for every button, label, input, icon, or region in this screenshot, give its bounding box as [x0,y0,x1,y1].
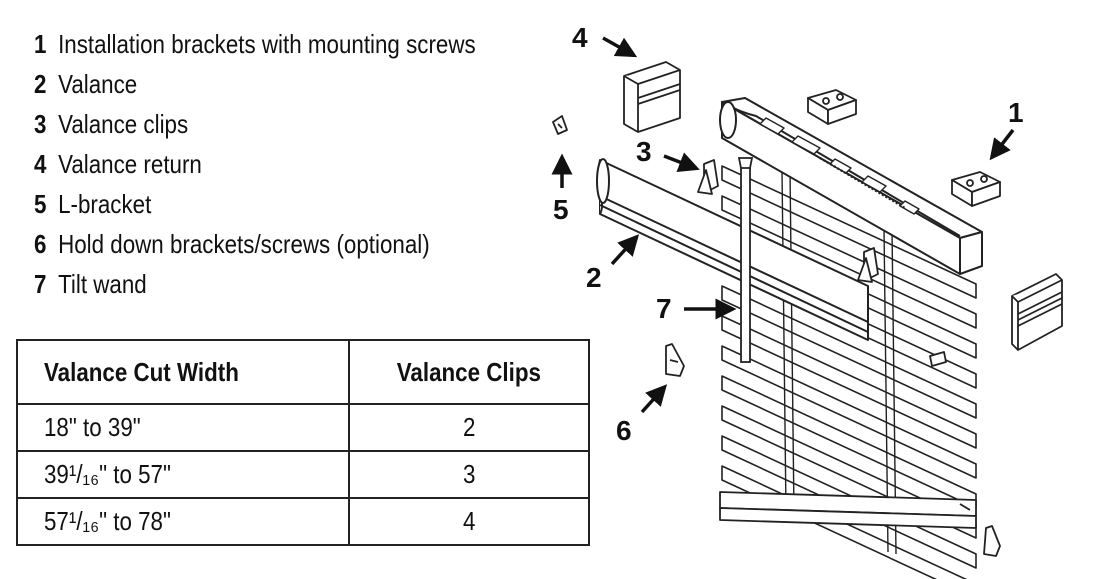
bottom-rail [719,491,977,529]
part-item-7: 7 Tilt wand [34,266,476,306]
part-item-5: 5 L-bracket [34,186,476,226]
callout-7: 7 [656,293,672,324]
l-bracket-icon [552,115,947,367]
part-number: 2 [34,69,47,99]
part-label: Valance return [58,149,202,179]
cell-cut-width: 18" to 39" [16,403,350,452]
table-row: 18" to 39" 2 [16,403,590,452]
part-label: L-bracket [58,189,152,219]
installation-bracket-icon [807,89,1001,207]
part-number: 7 [34,269,47,299]
valance [596,158,869,341]
valance-clip-table: Valance Cut Width Valance Clips 18" to 3… [16,339,590,546]
table-header-row: Valance Cut Width Valance Clips [16,339,590,405]
parts-list: 1 Installation brackets with mounting scr… [34,26,548,306]
callout-5: 5 [553,194,569,225]
part-number: 3 [34,109,47,139]
cell-clip-count: 3 [348,450,590,499]
callout-arrows [551,36,1015,414]
cell-clip-count: 2 [348,403,590,452]
table-row: 39¹/₁₆" to 57" 3 [16,450,590,499]
tilt-wand [737,157,754,363]
part-label: Tilt wand [58,269,147,299]
slat [721,345,977,479]
callout-2: 2 [586,262,602,293]
hold-down-bracket-icon [665,343,1001,557]
part-item-1: 1 Installation brackets with mounting scr… [34,26,476,66]
part-label: Valance clips [58,109,189,139]
table-row: 57¹/₁₆" to 78" 4 [16,497,590,546]
slat [721,165,977,299]
part-number: 4 [34,149,47,179]
valance-clip-icon [697,159,879,283]
callout-6: 6 [616,415,632,446]
valance-return-icon [623,61,1063,351]
callout-4: 4 [572,22,588,53]
headrail [719,97,983,275]
callout-numbers: 4 1 3 5 2 7 6 [553,22,1024,446]
slat [721,315,977,449]
slat [721,465,968,579]
slat [721,195,977,329]
slat [721,285,977,419]
part-item-4: 4 Valance return [34,146,476,186]
header-cut-width: Valance Cut Width [16,339,350,405]
cell-cut-width: 39¹/₁₆" to 57" [16,450,350,499]
cell-cut-width: 57¹/₁₆" to 78" [16,497,350,546]
part-item-2: 2 Valance [34,66,476,106]
callout-3: 3 [636,136,652,167]
part-label: Installation brackets with mounting scre… [58,29,476,59]
cell-clip-count: 4 [348,497,590,546]
header-valance-clips: Valance Clips [348,339,590,405]
part-label: Valance [58,69,138,99]
part-number: 1 [34,29,47,59]
callout-1: 1 [1008,97,1024,128]
part-item-3: 3 Valance clips [34,106,476,146]
part-label: Hold down brackets/screws (optional) [58,229,430,259]
part-item-6: 6 Hold down brackets/screws (optional) [34,226,476,266]
part-number: 5 [34,189,47,219]
part-number: 6 [34,229,47,259]
